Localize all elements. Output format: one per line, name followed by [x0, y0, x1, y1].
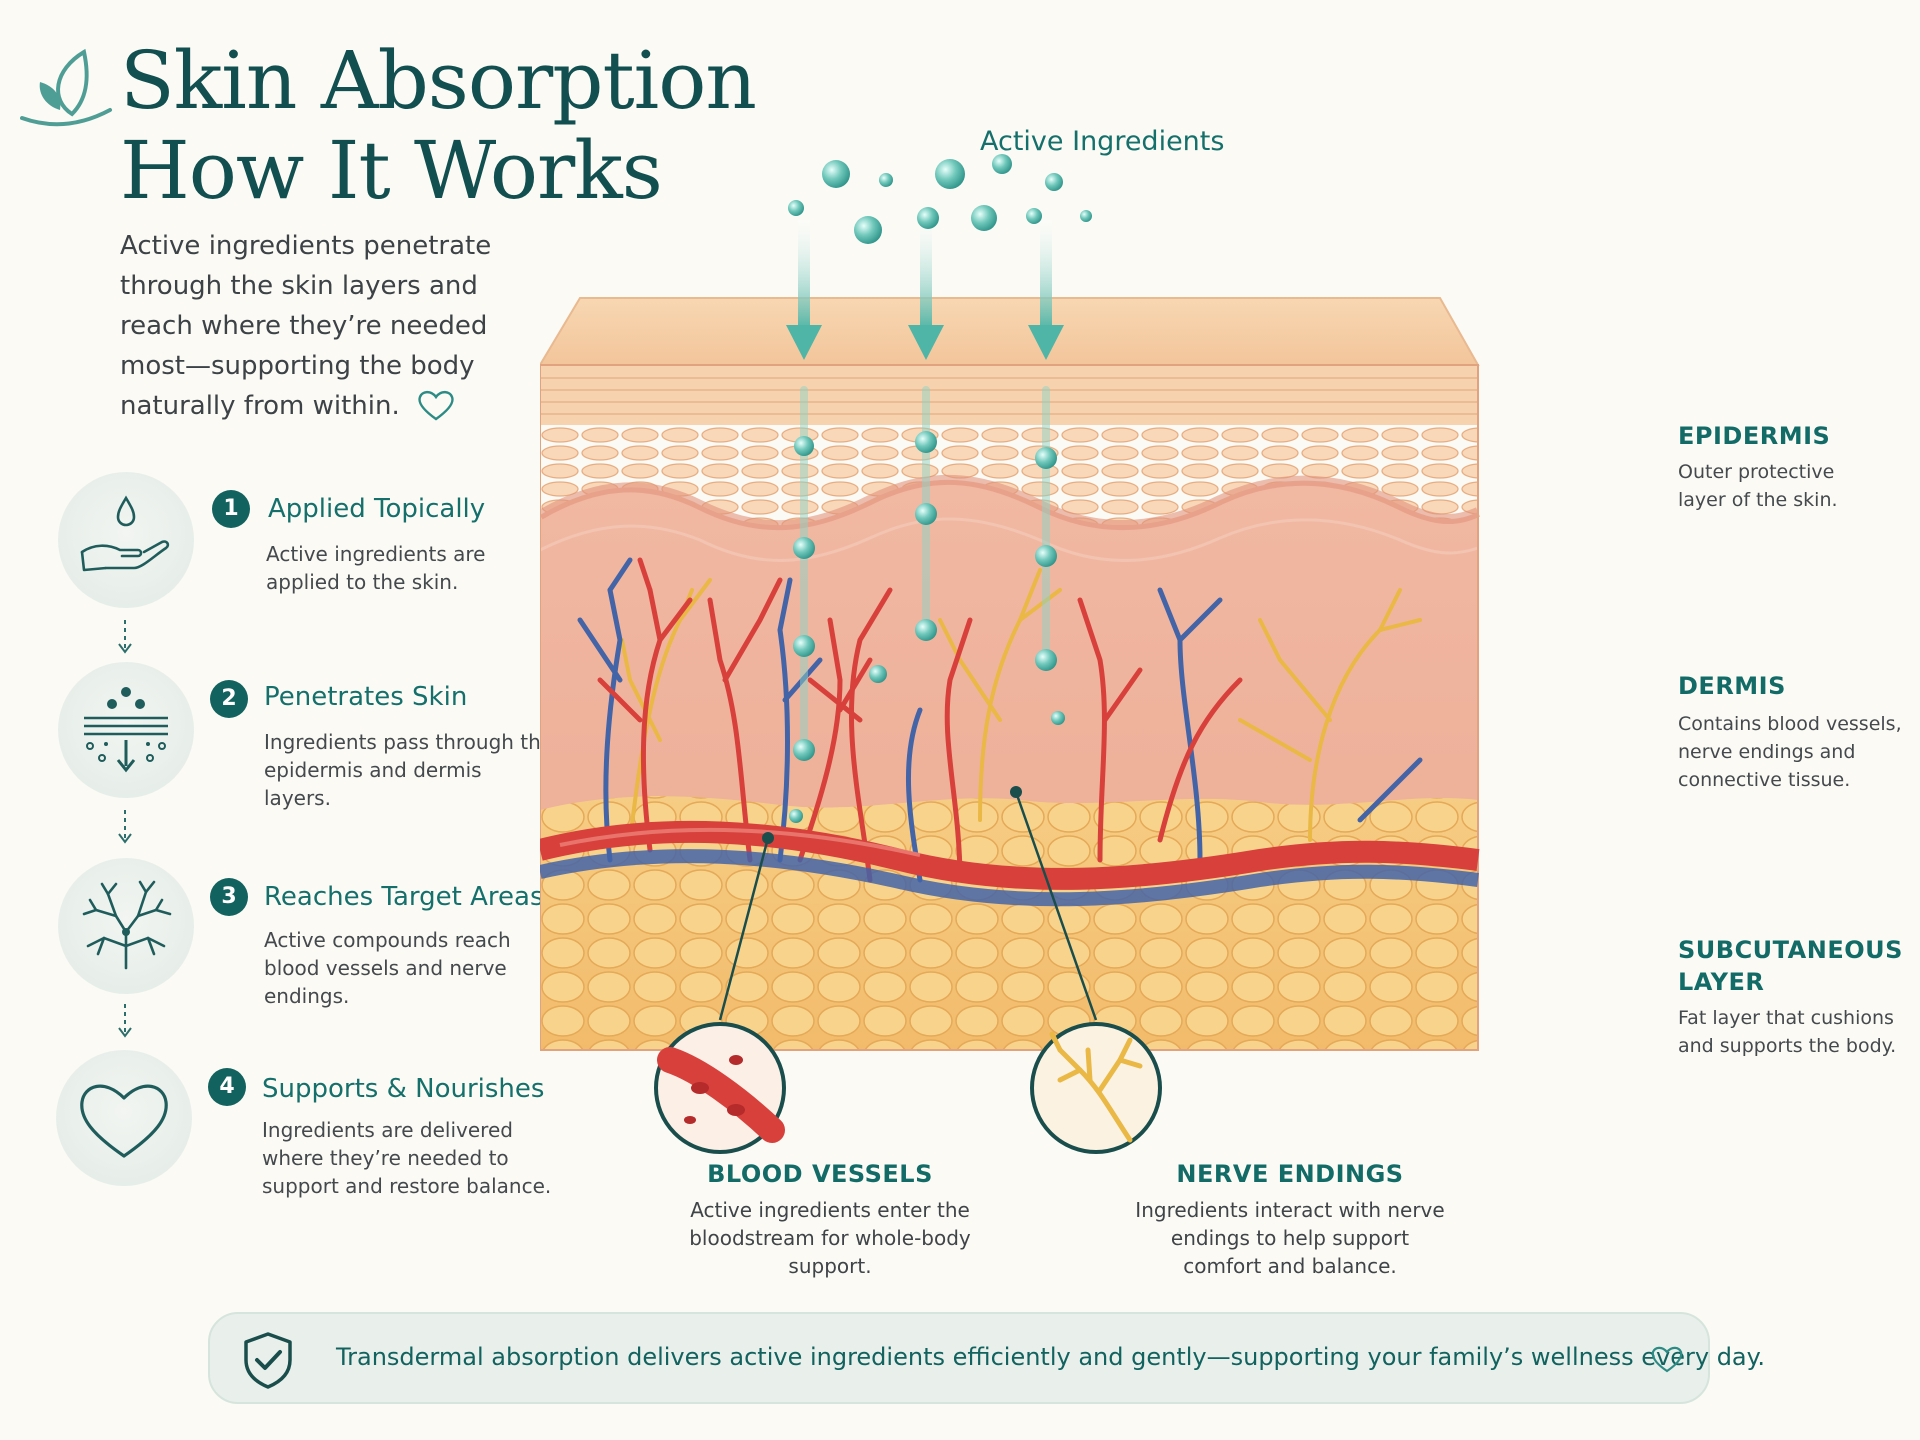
subcutaneous-title-line-1: SUBCUTANEOUS — [1678, 936, 1903, 964]
step-3-number: 3 — [210, 878, 248, 916]
absorption-arrows — [786, 220, 1064, 360]
intro-text: Active ingredients penetrate through the… — [120, 226, 540, 426]
step-arrow-icon — [118, 620, 132, 654]
step-4-icon-circle — [56, 1050, 192, 1186]
subcutaneous-desc: Fat layer that cushions and supports the… — [1678, 1007, 1897, 1057]
step-2-icon-circle — [58, 662, 194, 798]
step-1-desc: Active ingredients are applied to the sk… — [266, 542, 486, 594]
step-arrow-icon — [118, 1004, 132, 1038]
leaf-logo-icon — [20, 48, 112, 127]
epidermis-desc: Outer protective layer of the skin. — [1678, 461, 1838, 511]
step-1-icon-circle — [58, 472, 194, 608]
title-line-2: How It Works — [120, 124, 663, 217]
step-2-number: 2 — [210, 680, 248, 718]
shield-check-icon — [244, 1332, 292, 1389]
subcutaneous-title-line-2: LAYER — [1678, 968, 1765, 996]
blood-vessels-desc: Active ingredients enter the bloodstream… — [689, 1198, 971, 1278]
nerve-endings-title: NERVE ENDINGS — [1176, 1160, 1404, 1188]
step-4-desc: Ingredients are delivered where they’re … — [262, 1118, 552, 1198]
step-4-number: 4 — [208, 1068, 246, 1106]
nerve-endings-desc: Ingredients interact with nerve endings … — [1135, 1198, 1445, 1278]
nerve-ending-magnifier — [1030, 1022, 1162, 1154]
step-3-desc: Active compounds reach blood vessels and… — [264, 928, 511, 1008]
summary-banner: Transdermal absorption delivers active i… — [208, 1312, 1765, 1404]
step-1-title: Applied Topically — [268, 494, 486, 524]
heart-outline-icon — [418, 390, 454, 421]
step-3-icon-circle — [58, 858, 194, 994]
banner-text: Transdermal absorption delivers active i… — [336, 1343, 1766, 1371]
intro-paragraph: Active ingredients penetrate through the… — [120, 231, 492, 421]
blood-vessels-title: BLOOD VESSELS — [707, 1160, 933, 1188]
skin-layers-icon — [84, 687, 168, 773]
step-arrow-icon — [118, 810, 132, 844]
title-line-1: Skin Absorption — [120, 34, 757, 127]
step-2-desc: Ingredients pass through the epidermis a… — [264, 730, 554, 810]
step-4-title: Supports & Nourishes — [262, 1074, 545, 1104]
step-3-title: Reaches Target Areas — [264, 882, 544, 912]
heart-outline-icon — [1651, 1346, 1683, 1373]
dermis-desc: Contains blood vessels, nerve endings an… — [1678, 713, 1902, 791]
hand-drop-icon — [80, 495, 170, 572]
skin-cross-section-diagram — [540, 154, 1481, 1154]
branching-nerve-icon — [82, 880, 172, 970]
epidermis-title: EPIDERMIS — [1678, 422, 1831, 450]
active-ingredients-label: Active Ingredients — [980, 126, 1225, 157]
page-title: Skin Absorption How It Works — [120, 34, 757, 217]
blood-vessel-magnifier — [654, 1022, 786, 1154]
step-2-title: Penetrates Skin — [264, 682, 468, 712]
heart-icon — [80, 1084, 168, 1158]
step-1-number: 1 — [212, 490, 250, 528]
dermis-title: DERMIS — [1678, 672, 1786, 700]
